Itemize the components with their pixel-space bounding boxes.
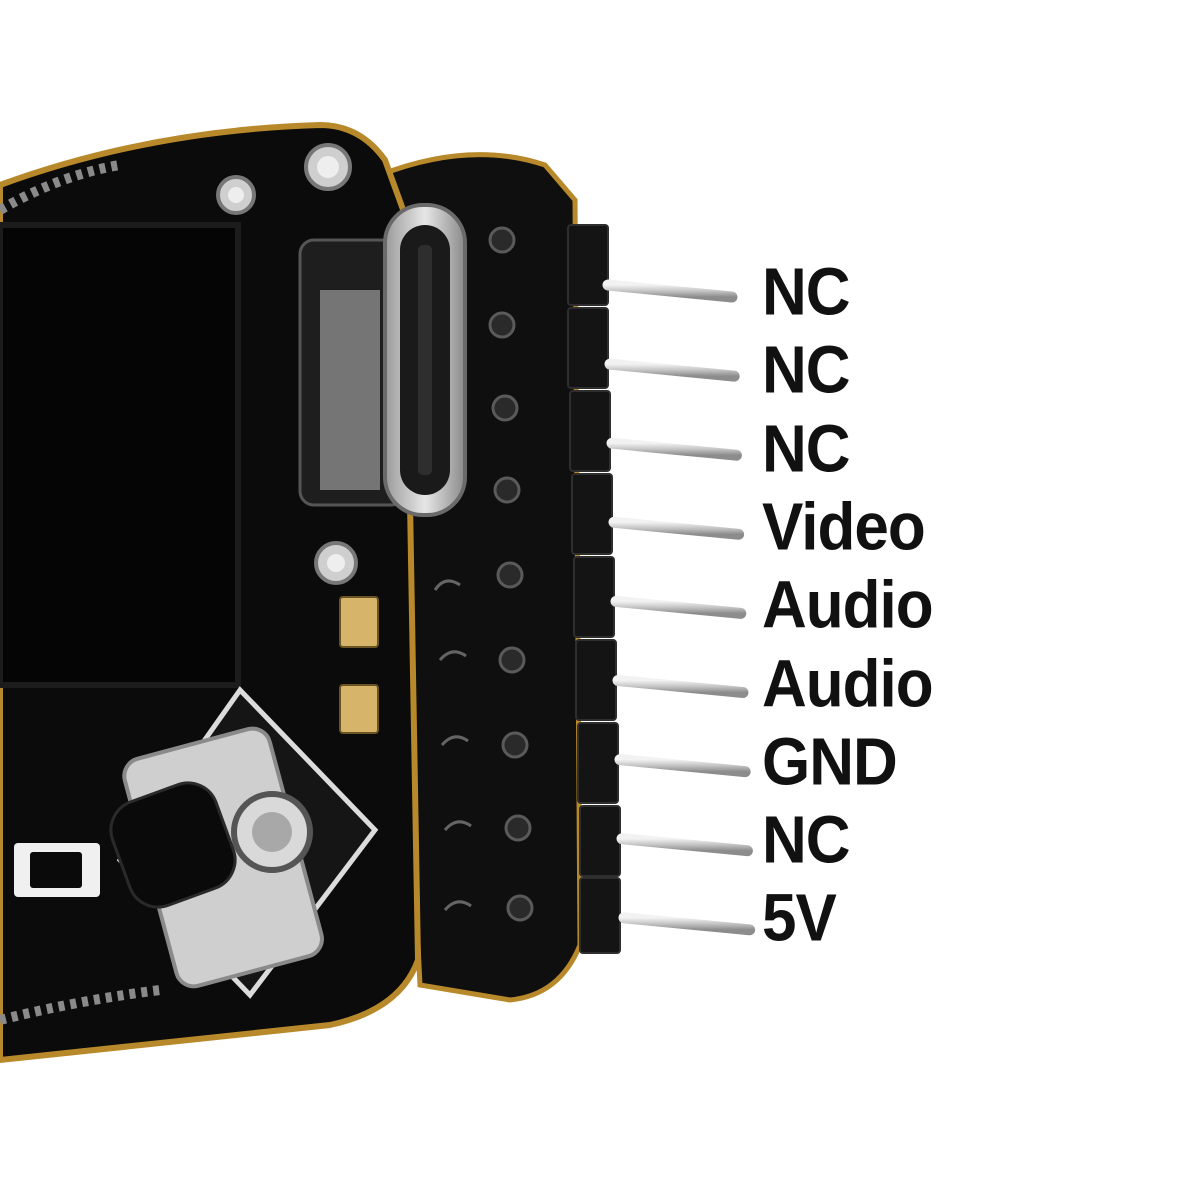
usb-c-port <box>298 203 467 517</box>
header-pad-row <box>488 226 534 922</box>
header-pins <box>602 279 756 936</box>
pin-label: NC <box>762 411 851 487</box>
pin-label: Audio <box>762 646 934 722</box>
header-pin <box>612 675 749 698</box>
pin-label: NC <box>762 333 851 409</box>
header-pin <box>616 833 753 857</box>
header-pin <box>614 754 751 778</box>
header-pin <box>608 516 745 540</box>
pin-label: NC <box>762 255 851 330</box>
pin-label: GND <box>762 724 898 800</box>
header-pin <box>606 437 742 461</box>
pin-label: Audio <box>762 568 934 643</box>
main-board <box>0 121 467 1064</box>
header-pin <box>610 595 747 619</box>
header-pin <box>618 912 756 936</box>
contact-pads <box>339 596 379 734</box>
pin-label: Video <box>762 490 926 565</box>
header-pin <box>602 279 738 303</box>
joystick <box>109 686 379 999</box>
header-pin <box>604 358 740 382</box>
mounting-hole <box>216 143 358 585</box>
push-button <box>14 843 100 897</box>
pin-header-housing <box>567 224 621 954</box>
pin-label: 5V <box>762 881 837 957</box>
display-module <box>0 222 241 688</box>
pin-label: NC <box>762 803 851 878</box>
